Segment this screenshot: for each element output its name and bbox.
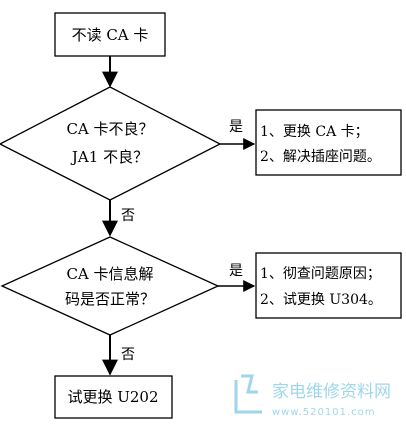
result1-box	[255, 109, 402, 176]
result2-line2: 2、试更换 U304。	[260, 291, 382, 308]
result1-line1: 1、更换 CA 卡；	[260, 123, 369, 140]
decision1-no-label: 否	[121, 208, 135, 224]
watermark: 家电维修资料网 www.520101.com	[234, 374, 391, 418]
decision1-yes-label: 是	[229, 119, 243, 135]
decision2-no-label: 否	[121, 347, 135, 363]
decision2-yes-label: 是	[229, 263, 243, 279]
decision2-diamond	[0, 236, 220, 336]
result1-line2: 2、解决插座问题。	[260, 149, 381, 165]
decision2-line1: CA 卡信息解	[66, 265, 153, 283]
start-box-label: 不读 CA 卡	[72, 26, 149, 44]
start-box	[54, 12, 166, 57]
result2-box	[255, 252, 402, 319]
end-box	[54, 375, 173, 419]
watermark-logo-icon	[234, 374, 262, 414]
decision2-line2: 码是否正常？	[65, 290, 155, 308]
result2-line1: 1、彻查问题原因；	[260, 266, 381, 282]
watermark-title: 家电维修资料网	[272, 382, 391, 402]
decision1-line2: JA1 不良？	[70, 148, 148, 166]
end-box-label: 试更换 U202	[67, 388, 158, 406]
watermark-url: www.520101.com	[272, 407, 376, 418]
decision1-diamond	[0, 86, 222, 201]
decision1-line1: CA 卡不良？	[66, 120, 153, 138]
